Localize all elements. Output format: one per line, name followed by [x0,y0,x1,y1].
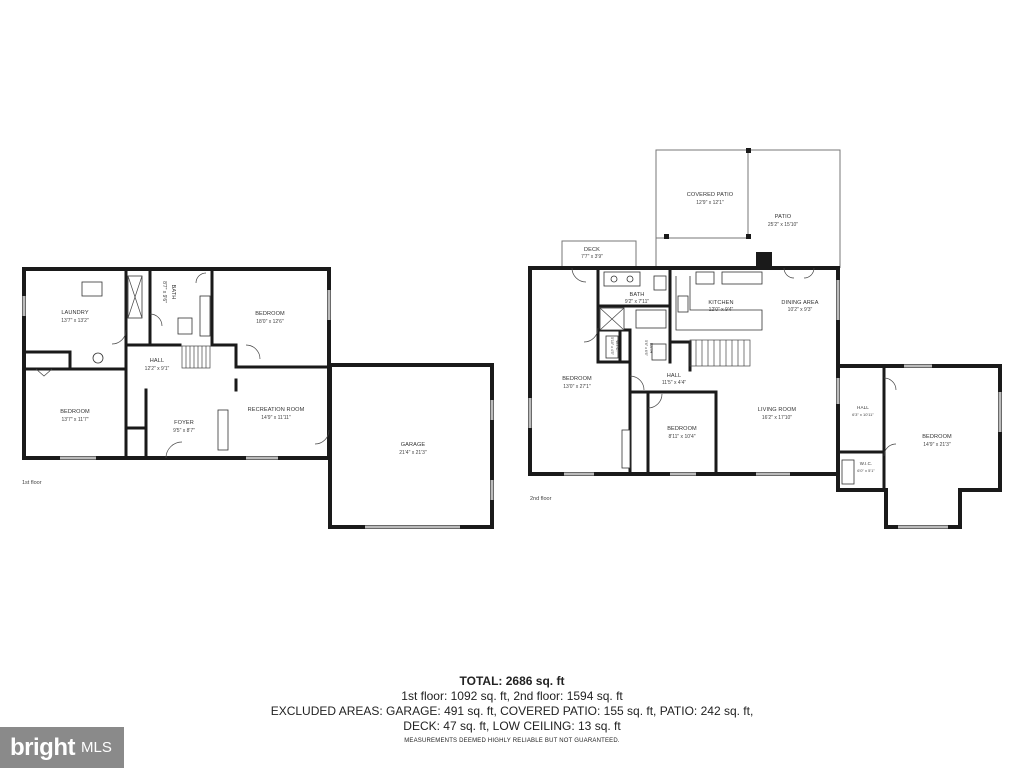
second-floor-label: 2nd floor [530,496,552,502]
room-dims-wic-small: 5'10" x 4'5" [610,337,614,355]
room-name-garage: GARAGE [401,442,426,448]
second-floor-fixtures [571,267,897,485]
room-dims-wic-right: 6'0" x 5'1" [857,468,875,473]
room-dims-garage: 21'4" x 21'3" [399,450,427,456]
room-dims-kitchen: 12'0" x 9'4" [709,307,734,313]
room-dims-laundry: 13'7" x 13'2" [61,318,89,324]
room-name-covered-patio: COVERED PATIO [687,192,734,198]
room-dims-hall-right: 6'3" x 10'11" [852,412,874,417]
room-dims-patio: 25'2" x 15'10" [768,222,798,228]
room-name-wic-right: W.I.C. [860,461,873,466]
room-dims-foyer: 9'5" x 8'7" [173,428,195,434]
room-name-kitchen: KITCHEN [708,300,733,306]
room-name-living: LIVING ROOM [758,407,797,413]
room-name-hall-upper: HALL [667,373,681,379]
first-floor-fixtures [35,272,330,459]
brand-word: bright [10,733,75,761]
excluded-areas-continued: DECK: 47 sq. ft, LOW CEILING: 13 sq. ft [403,719,621,733]
room-name-bedroom-mid: BEDROOM [667,426,697,432]
room-name-bedroom-top: BEDROOM [255,311,285,317]
room-name-recreation: RECREATION ROOM [248,407,305,413]
room-name-bedroom-left: BEDROOM [60,409,90,415]
first-floor-labels: LAUNDRY 13'7" x 13'2" BATH 8'7" x 9'6" B… [22,281,427,486]
room-name-bath-small: BATH [649,343,654,354]
room-dims-bedroom-right: 14'9" x 21'3" [923,442,951,448]
area-summary: TOTAL: 2686 sq. ft 1st floor: 1092 sq. f… [200,674,824,746]
room-dims-bath-small: 5'6" x 6'6" [644,340,648,356]
room-dims-recreation: 14'9" x 11'11" [261,415,291,421]
second-floor-wing-wall [836,364,1002,529]
room-dims-bedroom-left: 13'7" x 11'7" [61,417,88,423]
patio-posts [664,148,751,239]
room-dims-bedroom-mid: 8'11" x 10'4" [668,434,695,440]
room-name-foyer: FOYER [174,420,194,426]
room-name-bedroom-right: BEDROOM [922,434,952,440]
room-dims-dining: 10'2" x 9'3" [788,307,813,313]
room-name-patio: PATIO [775,214,792,220]
room-name-dining: DINING AREA [781,300,818,306]
room-dims-bedroom-top: 18'0" x 12'6" [256,319,284,325]
second-floor-plan: COVERED PATIO 12'9" x 12'1" PATIO 25'2" … [528,148,1002,529]
room-name-hall-right: HALL [857,405,869,410]
second-floor-labels: COVERED PATIO 12'9" x 12'1" PATIO 25'2" … [530,192,952,502]
room-name-deck: DECK [584,247,600,253]
room-dims-deck: 7'7" x 3'9" [581,254,603,260]
room-name-wic-small: W.I.C. [615,340,620,352]
second-floor-windows [528,280,1002,529]
room-name-bath: BATH [170,285,176,300]
room-name-laundry: LAUNDRY [61,310,88,316]
room-dims-bath-upper: 9'2" x 7'11" [625,299,649,305]
first-floor-label: 1st floor [22,480,42,486]
total-area: TOTAL: 2686 sq. ft [459,674,565,688]
bright-mls-logo: bright MLS [0,727,124,768]
first-floor-interior-walls [22,267,331,460]
room-dims-covered-patio: 12'9" x 12'1" [696,200,724,206]
room-dims-hall-upper: 11'5" x 4'4" [662,380,686,386]
chimney [756,252,772,268]
room-dims-living: 16'2" x 17'10" [762,415,792,421]
room-name-hall: HALL [150,358,164,364]
room-name-bath-upper: BATH [630,292,645,298]
floor-areas: 1st floor: 1092 sq. ft, 2nd floor: 1594 … [401,689,623,703]
room-dims-bath: 8'7" x 9'6" [161,281,167,303]
room-name-bedroom-left-upper: BEDROOM [562,376,592,382]
room-dims-bedroom-left-upper: 13'0" x 27'1" [563,384,591,390]
patio-outlines [561,149,841,268]
room-dims-hall: 12'2" x 9'1" [145,366,170,372]
brand-sub: MLS [80,739,112,756]
measurement-disclaimer: MEASUREMENTS DEEMED HIGHLY RELIABLE BUT … [404,738,620,744]
first-floor-windows [22,290,494,529]
excluded-areas: EXCLUDED AREAS: GARAGE: 491 sq. ft, COVE… [270,704,754,718]
first-floor-plan: LAUNDRY 13'7" x 13'2" BATH 8'7" x 9'6" B… [22,267,494,529]
